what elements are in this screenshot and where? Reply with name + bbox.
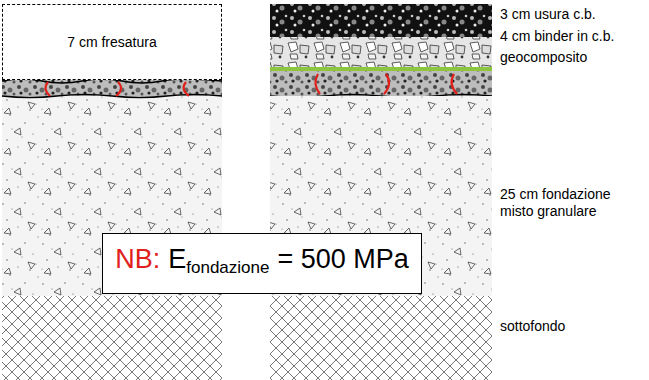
note-box: NB: Efondazione = 500 MPa (102, 233, 422, 294)
layer-label: 4 cm binder in c.b. (500, 28, 645, 45)
milling-box: 7 cm fresatura (2, 4, 222, 80)
value-text: = 500 MPa (277, 244, 408, 274)
left-section (2, 79, 222, 380)
symbol-text: E (168, 244, 186, 274)
layer-label: 3 cm usura c.b. (500, 6, 645, 23)
layer-label: geocomposito (500, 49, 645, 66)
right-section (270, 4, 492, 380)
layer-label: 25 cm fondazione misto granulare (500, 186, 645, 220)
note-prefix: NB: (115, 244, 160, 274)
subscript-text: fondazione (186, 258, 269, 277)
layer-text: 7 cm fresatura (67, 34, 156, 50)
layer-label: sottofondo (500, 318, 645, 335)
